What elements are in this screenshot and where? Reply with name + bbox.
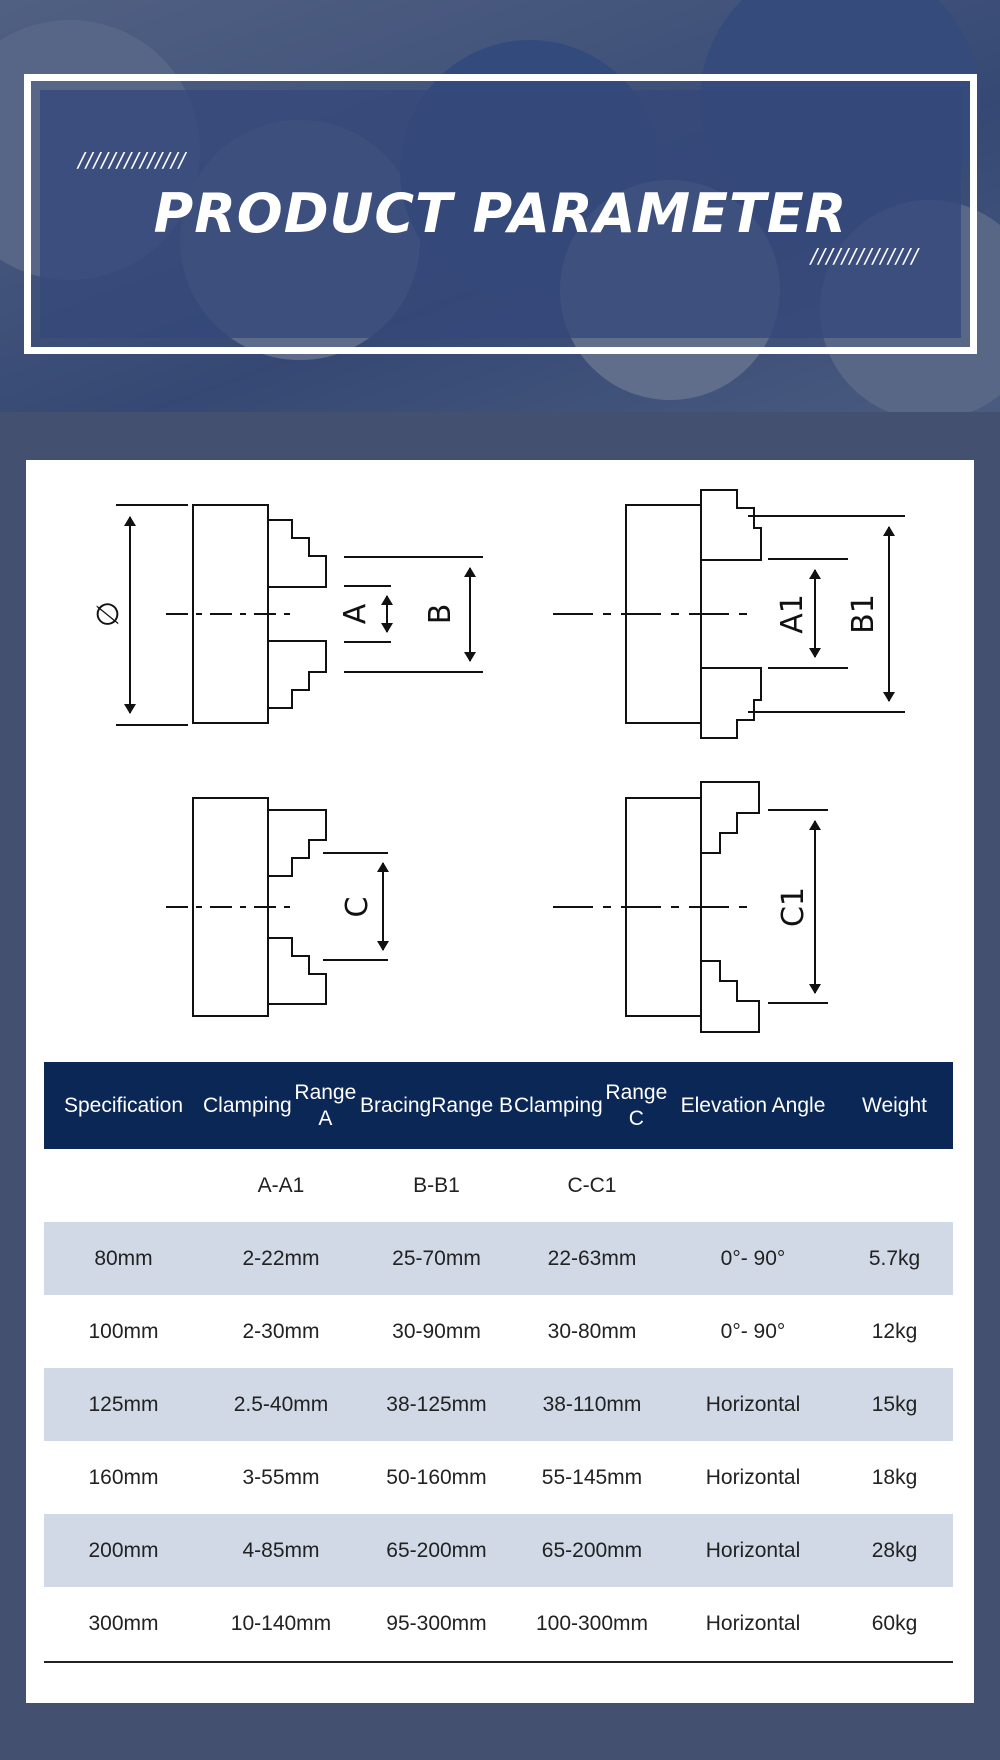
table-subheader-row: A-A1 B-B1 C-C1 [44, 1149, 953, 1222]
table-cell: 38-110mm [542, 1392, 642, 1416]
table-cell: 2.5-40mm [233, 1392, 329, 1416]
table-cell: 5.7kg [868, 1246, 921, 1270]
table-cell: Horizontal [705, 1465, 801, 1489]
table-cell: 160mm [88, 1465, 159, 1489]
table-row: 200mm 4-85mm 65-200mm 65-200mm Horizonta… [44, 1514, 953, 1587]
table-cell: 65-200mm [541, 1538, 643, 1562]
table-cell: 10-140mm [230, 1611, 332, 1635]
header-specification: Specification [63, 1093, 184, 1117]
diagram-clamping-c1 [553, 781, 828, 1033]
table-cell: 125mm [88, 1392, 159, 1416]
table-cell: 30-80mm [547, 1319, 637, 1343]
table-cell: 38-125mm [386, 1392, 487, 1416]
table-cell [670, 1149, 836, 1222]
diameter-label: ∅ [91, 601, 126, 627]
table-cell: 28kg [871, 1538, 918, 1562]
table-cell: 3-55mm [242, 1465, 320, 1489]
table-bottom-rule [44, 1661, 953, 1663]
table-cell: 80mm [94, 1246, 153, 1270]
table-cell: A-A1 [257, 1173, 305, 1197]
table-cell [836, 1149, 953, 1222]
table-row: 100mm 2-30mm 30-90mm 30-80mm 0°- 90° 12k… [44, 1295, 953, 1368]
diagram-bracing-a1-b1 [553, 489, 905, 739]
table-cell: 25-70mm [392, 1246, 481, 1270]
decorative-slashes-left: ////////////// [78, 148, 187, 172]
hero-title-frame: ////////////// PRODUCT PARAMETER ///////… [24, 74, 977, 354]
table-cell: 2-22mm [242, 1246, 320, 1270]
table-cell: 15kg [871, 1392, 918, 1416]
range-a1-label: A1 [775, 594, 810, 634]
table-cell: Horizontal [705, 1611, 801, 1635]
table-cell: 12kg [871, 1319, 918, 1343]
diagram-clamping-a-b [116, 504, 483, 726]
header-weight: Weight [862, 1093, 927, 1117]
table-cell: 65-200mm [386, 1538, 487, 1562]
range-c1-label: C1 [776, 887, 811, 927]
table-cell: 22-63mm [547, 1246, 637, 1270]
table-row: 300mm 10-140mm 95-300mm 100-300mm Horizo… [44, 1587, 953, 1660]
table-row: 160mm 3-55mm 50-160mm 55-145mm Horizonta… [44, 1441, 953, 1514]
table-cell: 30-90mm [392, 1319, 481, 1343]
table-cell: Horizontal [705, 1392, 801, 1416]
diagram-clamping-c [166, 797, 389, 1017]
table-cell: 2-30mm [242, 1319, 320, 1343]
table-row: 125mm 2.5-40mm 38-125mm 38-110mm Horizon… [44, 1368, 953, 1441]
table-cell: 18kg [871, 1465, 918, 1489]
table-cell: 4-85mm [242, 1538, 320, 1562]
hero-banner: ////////////// PRODUCT PARAMETER ///////… [0, 0, 1000, 412]
table-cell: 300mm [88, 1611, 159, 1635]
table-cell: Horizontal [705, 1538, 801, 1562]
table-cell: 100mm [88, 1319, 159, 1343]
table-cell: 55-145mm [541, 1465, 643, 1489]
table-cell: 0°- 90° [720, 1319, 786, 1343]
range-a-label: A [338, 603, 373, 624]
hero-title-panel: ////////////// PRODUCT PARAMETER ///////… [40, 90, 961, 338]
chuck-dimension-diagrams: ∅ A B A1 B1 C C1 [91, 489, 905, 1033]
table-row: 80mm 2-22mm 25-70mm 22-63mm 0°- 90° 5.7k… [44, 1222, 953, 1295]
table-cell: 95-300mm [386, 1611, 487, 1635]
table-cell [44, 1149, 203, 1222]
table-cell: 100-300mm [535, 1611, 649, 1635]
header-elevation-angle: Elevation Angle [680, 1093, 826, 1117]
table-cell: 200mm [88, 1538, 159, 1562]
table-cell: 0°- 90° [720, 1246, 786, 1270]
range-b1-label: B1 [846, 594, 881, 634]
decorative-slashes-right: ////////////// [810, 244, 919, 268]
range-c-label: C [340, 897, 375, 918]
page-title: PRODUCT PARAMETER [153, 182, 848, 245]
table-cell: B-B1 [413, 1173, 460, 1197]
table-cell: 60kg [871, 1611, 918, 1635]
table-cell: 50-160mm [386, 1465, 487, 1489]
range-b-label: B [423, 604, 458, 625]
table-cell: C-C1 [567, 1173, 617, 1197]
